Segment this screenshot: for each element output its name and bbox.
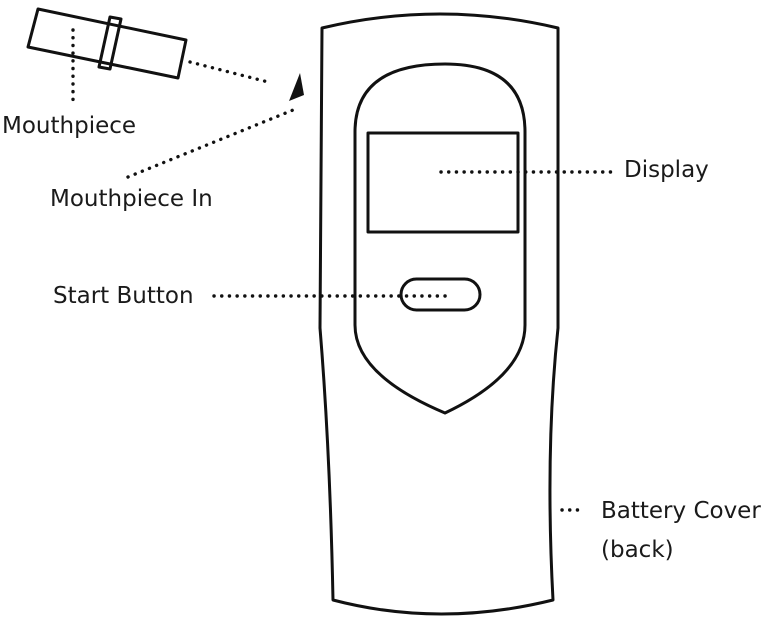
faceplate [353, 62, 527, 415]
display-label: Display [624, 157, 709, 183]
battery-cover-label: Battery Cover [601, 498, 761, 524]
insertion-arrowhead [289, 73, 304, 101]
mouthpiece-label: Mouthpiece [2, 113, 136, 139]
mouthpiece-in-leader [126, 106, 300, 179]
start-button-label: Start Button [53, 283, 194, 309]
display-screen [366, 131, 520, 234]
battery-cover-back-label: (back) [601, 537, 674, 563]
mouthpiece-collar [97, 15, 123, 71]
mouthpiece-in-label: Mouthpiece In [50, 186, 213, 212]
mouthpiece-tube [26, 7, 188, 80]
start-button[interactable] [399, 277, 482, 312]
mouthpiece [26, 7, 188, 80]
mouthpiece-insert-arrow-line [188, 60, 274, 85]
device-body [318, 12, 560, 616]
